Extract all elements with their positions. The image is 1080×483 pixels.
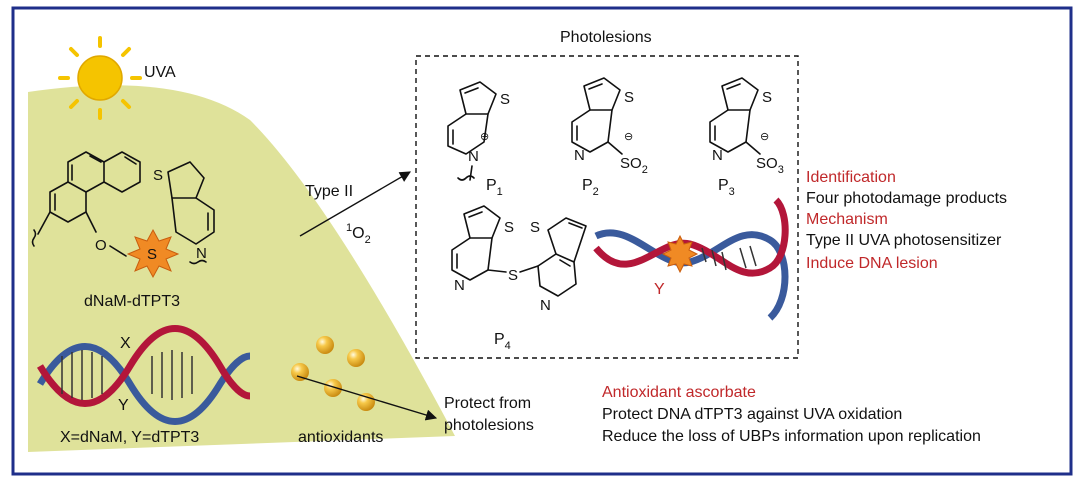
uva-label: UVA bbox=[144, 64, 176, 81]
product-p2-structure: S N ⊖ bbox=[571, 77, 634, 164]
atom-s: S bbox=[624, 89, 634, 106]
minus-charge: ⊖ bbox=[624, 131, 633, 143]
antioxidant-line-1: Protect DNA dTPT3 against UVA oxidation bbox=[602, 406, 902, 423]
sun-icon bbox=[58, 36, 142, 120]
photolesions-box bbox=[415, 55, 799, 359]
atom-s: S bbox=[504, 219, 514, 236]
finding-text-identification: Four photodamage products bbox=[806, 190, 1007, 207]
antioxidant-heading: Antioxidant ascorbate bbox=[602, 384, 756, 401]
atom-s: S bbox=[762, 89, 772, 106]
dna-label-x: X bbox=[120, 335, 131, 352]
atom-s: S bbox=[153, 167, 163, 184]
minus-charge: ⊖ bbox=[760, 131, 769, 143]
type-ii-arrow bbox=[299, 171, 411, 237]
protect-arrow bbox=[296, 375, 438, 421]
atom-o: O bbox=[95, 237, 107, 254]
atom-n: N bbox=[540, 297, 551, 314]
damaged-dna-helix bbox=[593, 197, 789, 321]
base-pair-legend: X=dNaM, Y=dTPT3 bbox=[60, 429, 199, 446]
product-p2-label: P2 bbox=[582, 177, 599, 198]
protect-label-line2: photolesions bbox=[444, 417, 534, 434]
atom-n: N bbox=[196, 245, 207, 262]
lesion-strand-label: Y bbox=[654, 281, 665, 298]
finding-heading-identification: Identification bbox=[806, 169, 896, 186]
finding-heading-lesion: Induce DNA lesion bbox=[806, 255, 938, 272]
product-p3-label: P3 bbox=[718, 177, 735, 198]
compound-name: dNaM-dTPT3 bbox=[84, 293, 180, 310]
lesion-burst-icon bbox=[661, 234, 699, 274]
finding-text-mechanism: Type II UVA photosensitizer bbox=[806, 232, 1002, 249]
plus-charge: ⊕ bbox=[480, 131, 489, 143]
protect-label-line1: Protect from bbox=[444, 395, 531, 412]
atom-s: S bbox=[500, 91, 510, 108]
product-p1-structure: S N ⊕ bbox=[447, 81, 510, 181]
atom-n: N bbox=[454, 277, 465, 294]
product-p4-label: P4 bbox=[494, 331, 511, 352]
atom-s-thione: S bbox=[147, 246, 157, 263]
atom-s-bridge: S bbox=[508, 267, 518, 284]
dna-label-y: Y bbox=[118, 397, 129, 414]
type-ii-label: Type II bbox=[305, 183, 353, 200]
atom-n: N bbox=[574, 147, 585, 164]
sulfonate-group: SO3 bbox=[756, 155, 784, 176]
photolesions-title: Photolesions bbox=[560, 29, 652, 46]
product-p4-structure: S N S N S bbox=[451, 205, 587, 314]
atom-n-plus: N bbox=[468, 148, 479, 165]
finding-heading-mechanism: Mechanism bbox=[806, 211, 888, 228]
sulfinate-group: SO2 bbox=[620, 155, 648, 176]
atom-s: S bbox=[530, 219, 540, 236]
atom-n: N bbox=[712, 147, 723, 164]
singlet-oxygen-label: 1O2 bbox=[346, 222, 371, 246]
product-p1-label: P1 bbox=[486, 177, 503, 198]
dnam-dtpt3-structure: O S N S bbox=[31, 151, 215, 279]
antioxidant-spheres bbox=[291, 336, 375, 411]
product-p3-structure: S N ⊖ bbox=[709, 77, 772, 164]
antioxidants-label: antioxidants bbox=[298, 429, 383, 446]
antioxidant-line-2: Reduce the loss of UBPs information upon… bbox=[602, 428, 981, 445]
oxidation-burst-icon bbox=[126, 228, 180, 279]
dna-helix bbox=[36, 325, 251, 425]
